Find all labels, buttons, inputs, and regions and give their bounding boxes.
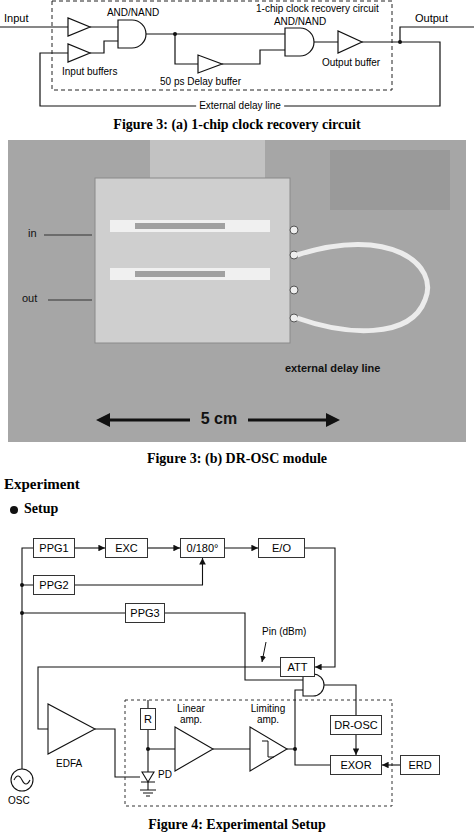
process-box: R — [140, 708, 156, 730]
box-label: ERD — [408, 759, 431, 772]
connector-arrow — [75, 547, 105, 548]
sine-symbol — [14, 776, 30, 784]
text-label: AND/NAND — [274, 16, 326, 28]
junction-dot — [146, 747, 150, 751]
text-label: Figure 4: Experimental Setup — [148, 817, 325, 833]
dimension-arrowhead — [326, 413, 340, 427]
box-label: ATT — [288, 661, 308, 674]
box-label: PPG1 — [39, 542, 68, 555]
leader-arrow — [262, 642, 266, 662]
text-label: Output — [415, 12, 448, 25]
text-label: Experiment — [4, 476, 80, 493]
connector-arrow — [148, 547, 180, 548]
process-box: EXOR — [330, 755, 382, 775]
text-label: Limiting amp. — [242, 703, 294, 725]
and-gate-symbol — [118, 20, 146, 48]
port-connector — [290, 251, 298, 259]
text-label: out — [22, 292, 37, 305]
text-label: 1-chip clock recovery circuit — [256, 3, 379, 15]
box-label: EXC — [115, 542, 138, 555]
junction-dot — [20, 611, 24, 615]
buffer-symbol — [338, 31, 362, 53]
module-strip — [110, 220, 270, 232]
module-strip — [110, 268, 270, 280]
port-connector — [290, 226, 298, 234]
box-label: R — [144, 713, 152, 726]
process-box: E/O — [258, 538, 305, 558]
box-label: EXOR — [340, 759, 371, 772]
buffer-symbol — [68, 18, 90, 36]
delay-buffer-symbol — [198, 55, 222, 73]
circuit-wire — [0, 27, 474, 106]
setup-wire — [22, 548, 356, 777]
buffer-symbol — [68, 44, 90, 62]
junction-dot — [173, 32, 177, 36]
limiter-mark — [262, 741, 274, 757]
text-label: Pin (dBm) — [262, 626, 306, 638]
text-label: External delay line — [196, 100, 284, 112]
text-label: 50 ps Delay buffer — [160, 76, 241, 88]
photo-ground — [8, 140, 466, 442]
process-box: ATT — [280, 657, 315, 677]
text-label: in — [28, 227, 37, 240]
port-connector — [290, 314, 298, 322]
text-label: Output buffer — [322, 57, 380, 69]
process-box: PPG1 — [33, 538, 75, 558]
photo-patch — [150, 140, 265, 182]
process-box: 0/180° — [180, 538, 225, 558]
text-label: OSC — [8, 795, 30, 807]
and-gate-symbol — [303, 674, 324, 696]
connector-arrow — [305, 548, 335, 667]
box-label: DR-OSC — [334, 719, 377, 732]
text-label: Input buffers — [62, 66, 117, 78]
amplifier-symbol — [250, 727, 287, 771]
text-label: EDFA — [56, 758, 82, 770]
chip-outline — [52, 1, 392, 90]
box-label: E/O — [272, 542, 291, 555]
text-label: 5 cm — [201, 410, 237, 428]
process-box: PPG3 — [125, 603, 165, 623]
box-label: 0/180° — [187, 542, 219, 555]
connector-arrow — [225, 547, 258, 548]
text-label: Linear amp. — [168, 703, 214, 725]
connector-arrow — [75, 558, 203, 585]
junction-dot — [398, 40, 402, 44]
text-label: Figure 3: (a) 1-chip clock recovery circ… — [113, 117, 360, 133]
box-label: PPG2 — [39, 579, 68, 592]
leader-line — [44, 235, 92, 300]
text-label: Input — [4, 12, 28, 25]
text-label: Figure 3: (b) DR-OSC module — [147, 451, 327, 467]
process-box: DR-OSC — [330, 715, 382, 735]
text-label: AND/NAND — [107, 7, 159, 19]
process-box: PPG2 — [33, 575, 75, 595]
junction-dot — [20, 583, 24, 587]
connector-arrow — [355, 735, 356, 755]
port-connector — [290, 286, 298, 294]
ground-symbol — [140, 782, 156, 796]
amplifier-symbol — [48, 704, 95, 754]
module-board — [95, 178, 290, 343]
receiver-outline — [125, 700, 392, 806]
text-label: Setup — [24, 501, 58, 517]
delay-cable — [297, 244, 428, 330]
photo-patch — [330, 150, 450, 210]
bullet — [10, 506, 18, 514]
junction-dot — [293, 747, 297, 751]
connector-arrow — [382, 764, 400, 765]
text-label: PD — [158, 769, 172, 781]
oscillator-symbol — [11, 769, 33, 791]
process-box: EXC — [105, 538, 148, 558]
dimension-arrowhead — [96, 413, 110, 427]
amplifier-symbol — [175, 727, 213, 771]
process-box: ERD — [400, 755, 440, 775]
and-gate-symbol — [285, 28, 314, 56]
module-marking — [135, 271, 225, 277]
module-marking — [135, 223, 225, 229]
photodiode-symbol — [142, 772, 154, 782]
box-label: PPG3 — [130, 607, 159, 620]
text-label: external delay line — [285, 362, 380, 375]
